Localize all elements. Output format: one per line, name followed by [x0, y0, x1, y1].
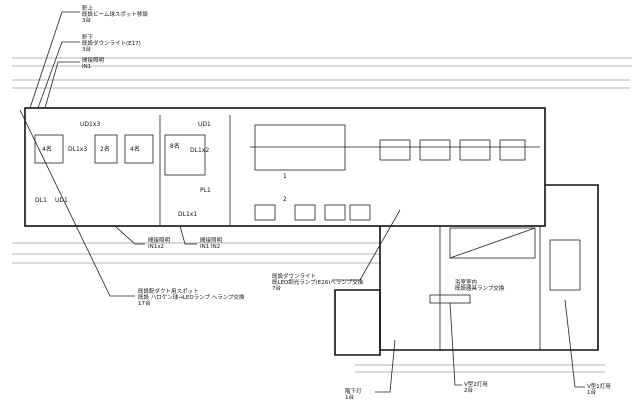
- callout-indirect-2-code: IN1x2: [148, 244, 164, 250]
- callout-eave-top: 軒上: [82, 4, 94, 12]
- callout-track-spot-qty: 17台: [138, 299, 151, 307]
- callout-v2: V型2灯用: [464, 380, 488, 388]
- callout-indirect-1: 間接照明: [82, 56, 105, 64]
- callout-bath-desc: 既設器具ランプ交換: [455, 284, 505, 292]
- tables: [34, 124, 540, 221]
- room-label: 2: [283, 196, 287, 203]
- room-label: 4名: [130, 145, 140, 153]
- callout-indirect-3: 間接照明: [200, 236, 223, 244]
- callout-v2-qty: 2台: [464, 386, 473, 394]
- callout-stair-qty: 1台: [345, 393, 354, 401]
- walls: [24, 107, 599, 356]
- callout-eave-under: 軒下: [82, 34, 94, 41]
- room-label: DL1x3: [68, 146, 87, 153]
- callout-v1: V型1灯用: [587, 382, 611, 390]
- callout-indirect-1-code: IN1: [82, 64, 91, 70]
- room-label: UD1: [198, 121, 211, 128]
- callout-eave-under-desc: 既設ダウンライト(E17): [82, 39, 141, 47]
- callout-stair: 階下灯: [345, 387, 362, 395]
- room-label: 2名: [100, 145, 110, 153]
- dimension-lines: [12, 57, 632, 373]
- room-label: UD1x3: [80, 121, 100, 128]
- room-label: 1: [283, 173, 287, 180]
- room-label: DL1x1: [178, 211, 197, 218]
- callout-eave-top-desc: 既設ビーム球スポット移設: [82, 10, 148, 18]
- room-label: 8名: [170, 142, 180, 150]
- callout-indirect-3-code: IN1 IN2: [200, 244, 220, 250]
- room-label: DL1x2: [190, 147, 209, 154]
- callout-downlight-qty: 7台: [272, 284, 281, 292]
- callout-bath: 浴室室内: [455, 278, 477, 286]
- room-label: DL1: [35, 197, 47, 204]
- room-labels: UD1x3 DL1x3 4名 2名 4名 UD1 8名 DL1x2 PL1 DL…: [35, 121, 287, 218]
- callouts: 軒上 既設ビーム球スポット移設 3台 軒下 既設ダウンライト(E17) 3台 間…: [19, 4, 611, 401]
- callout-track-spot: 既設配ダクト用スポット: [138, 287, 199, 295]
- callout-indirect-2: 間接照明: [148, 236, 171, 244]
- callout-eave-under-qty: 3台: [82, 45, 91, 53]
- callout-downlight-desc: 既LED調光ランプ(E26)へランプ交換: [272, 278, 364, 286]
- callout-eave-top-qty: 3台: [82, 16, 91, 24]
- room-label: UD1: [55, 197, 68, 204]
- room-label: 4名: [42, 145, 52, 153]
- room-label: PL1: [200, 187, 211, 194]
- callout-v1-qty: 1台: [587, 388, 596, 396]
- callout-track-spot-desc: 既設 ハロゲン球→LEDランプ へランプ交換: [138, 293, 245, 301]
- callout-downlight: 既設ダウンライト: [272, 272, 316, 280]
